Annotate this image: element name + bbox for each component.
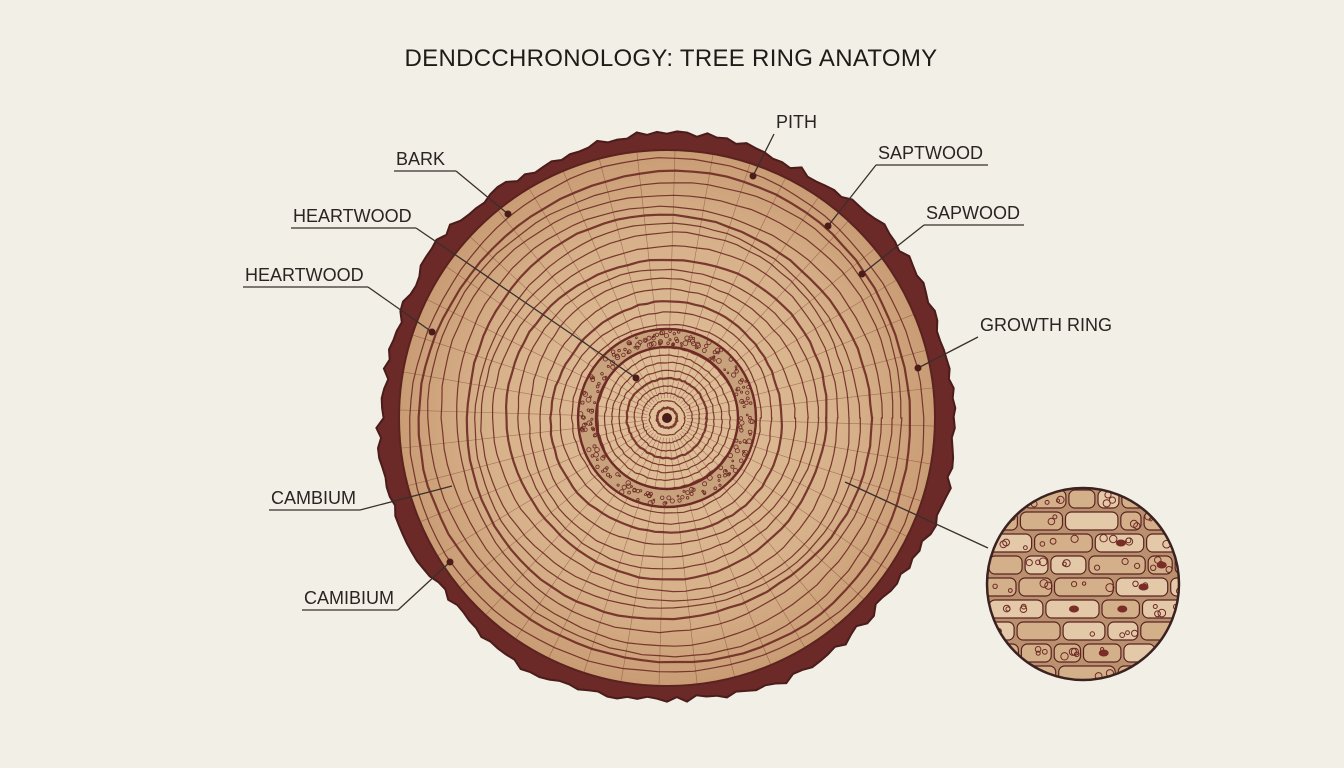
pith-label: PITH (776, 112, 817, 132)
label-cambium-lower: CAMIBIUM (302, 558, 454, 611)
growth-rings (409, 157, 925, 673)
label-sapwood: SAPWOOD (858, 203, 1024, 278)
label-pith: PITH (749, 112, 817, 180)
bark-label: BARK (396, 149, 445, 169)
magnifier-leader (844, 481, 989, 549)
cambium-label-2: CAMIBIUM (304, 588, 394, 608)
saptwood-label: SAPTWOOD (878, 143, 983, 163)
label-growth-ring: GROWTH RING (914, 315, 1112, 372)
heartwood-boundary-band (576, 327, 758, 509)
label-bark: BARK (394, 149, 512, 218)
heartwood-label-2: HEARTWOOD (245, 265, 364, 285)
magnified-cell-view (844, 481, 1181, 682)
trunk-cross-section (375, 130, 957, 703)
sapwood-label: SAPWOOD (926, 203, 1020, 223)
pith-center (662, 413, 672, 423)
diagram-title: DENDCCHRONOLOGY: TREE RING ANATOMY (405, 45, 938, 72)
label-cambium-upper: CAMBIUM (269, 485, 453, 511)
growth-ring-label: GROWTH RING (980, 315, 1112, 335)
heartwood-label-1: HEARTWOOD (293, 206, 412, 226)
label-heartwood-lower: HEARTWOOD (243, 265, 436, 336)
label-heartwood-upper: HEARTWOOD (291, 206, 640, 382)
cambium-label-1: CAMBIUM (271, 488, 356, 508)
label-saptwood: SAPTWOOD (824, 143, 988, 230)
